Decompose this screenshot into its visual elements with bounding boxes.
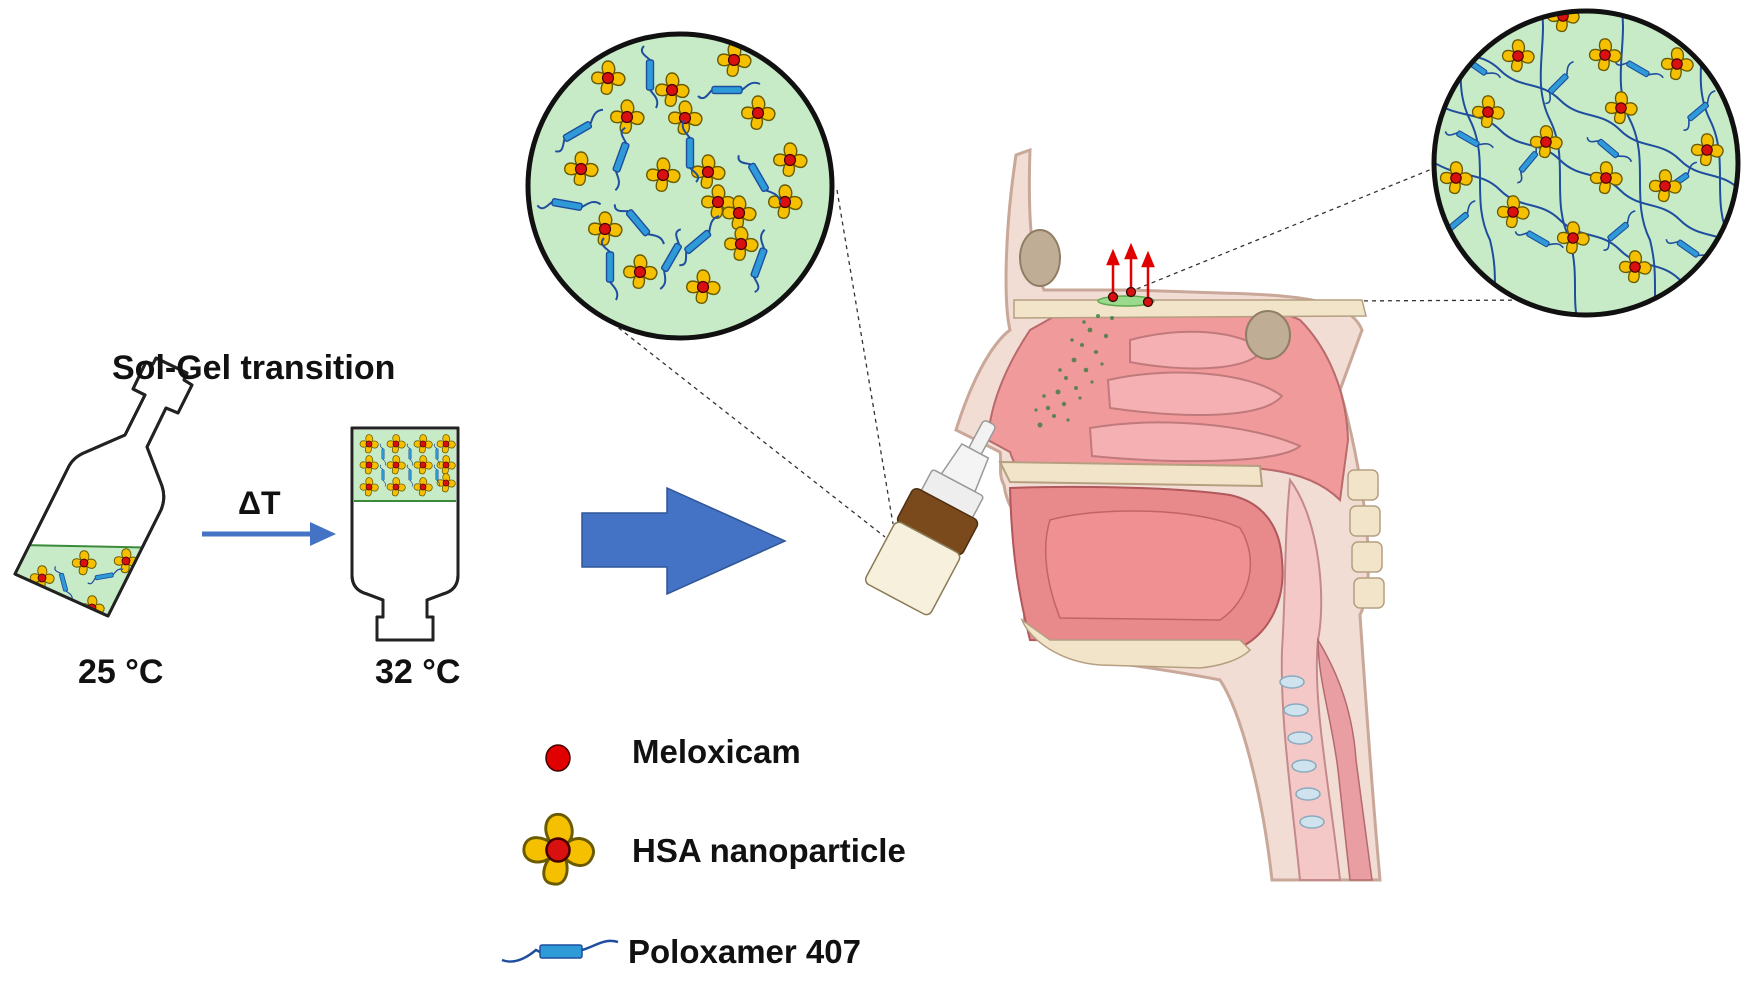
flower-nanoparticle-icon (522, 812, 595, 886)
diagram-title: Sol-Gel transition (112, 349, 396, 387)
gel-vial-icon (350, 426, 460, 642)
head-anatomy-icon (954, 147, 1385, 882)
nasal-spray-icon (864, 420, 996, 616)
legend-poloxamer-label: Poloxamer 407 (628, 933, 861, 970)
delta-t-label: ΔT (238, 485, 281, 521)
process-arrow-icon (581, 486, 787, 596)
legend-meloxicam-label: Meloxicam (632, 733, 801, 770)
legend-hsa-label: HSA nanoparticle (632, 832, 906, 869)
sol-vial-icon (13, 356, 194, 618)
heating-arrow-icon (202, 522, 336, 546)
gel-temperature-label: 32 °C (375, 653, 461, 691)
poloxamer-chain-icon (501, 939, 619, 963)
sol-zoom-circle (525, 31, 835, 341)
gel-zoom-circle (1431, 8, 1741, 318)
meloxicam-icon (545, 744, 571, 772)
sol-temperature-label: 25 °C (78, 653, 164, 691)
legend-icons (501, 744, 619, 963)
